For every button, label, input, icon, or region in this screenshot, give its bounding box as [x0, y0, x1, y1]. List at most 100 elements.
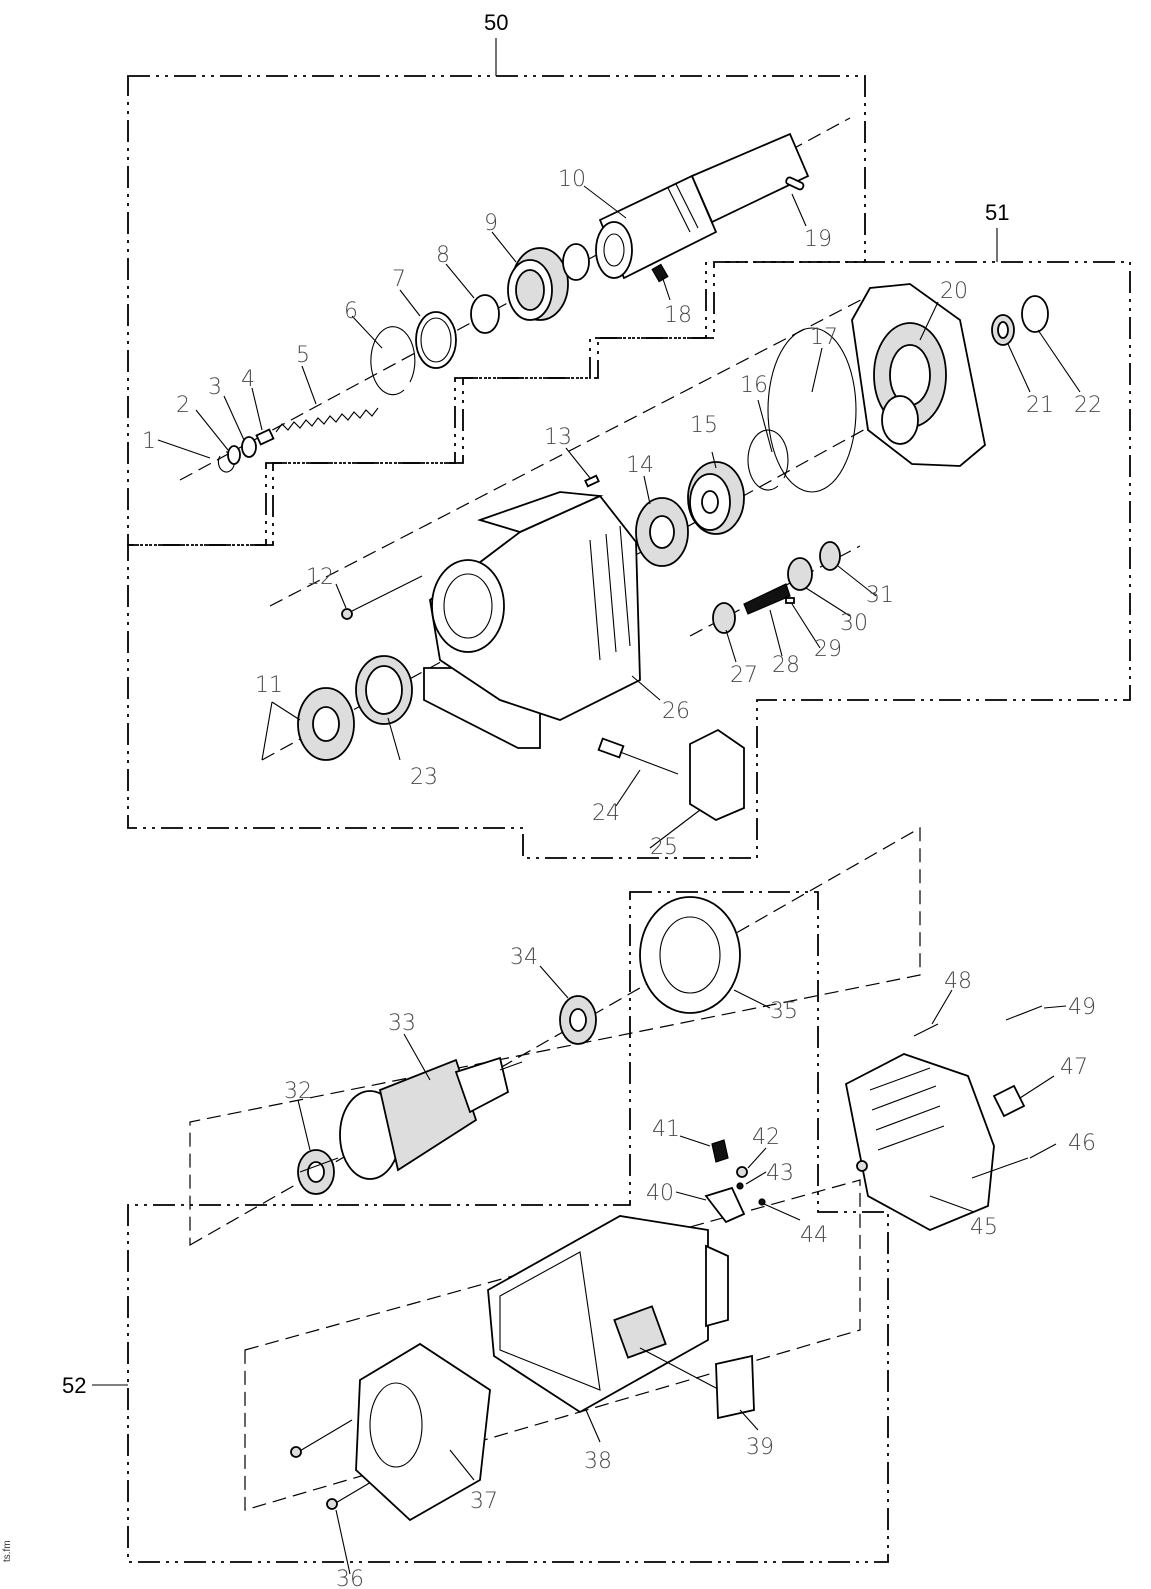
callout-19: 19: [804, 227, 832, 252]
callout-4: 4: [241, 367, 255, 392]
part-5-spring: [275, 407, 379, 433]
callout-25: 25: [650, 835, 678, 860]
part-2-washer: [227, 445, 241, 465]
callout-17: 17: [810, 325, 838, 350]
part-37-stator: [355, 1342, 491, 1522]
callout-leaders: [157, 185, 1081, 1575]
part-40-brush-holder: [704, 1186, 746, 1224]
part-33-armature: [299, 1056, 523, 1180]
part-6-snap-ring: [370, 326, 416, 396]
group-label-50: 50: [484, 10, 508, 35]
callout-18: 18: [664, 303, 692, 328]
part-49-cable-guard: [1005, 1005, 1043, 1021]
group-51-frame: [127, 261, 1131, 859]
group-frames: [127, 75, 1131, 1563]
part-46-screw: [971, 1157, 1029, 1179]
callout-1: 1: [142, 429, 156, 454]
part-9-collar: [507, 247, 569, 321]
callout-24: 24: [592, 801, 620, 826]
part-38-motor-housing: [487, 1215, 729, 1414]
callout-44: 44: [800, 1223, 828, 1248]
part-12-screw: [341, 575, 423, 620]
callout-38: 38: [584, 1449, 612, 1474]
callout-34: 34: [510, 945, 538, 970]
part-31-bearing: [819, 541, 841, 571]
part-3-washer: [241, 436, 257, 458]
callout-36: 36: [336, 1567, 364, 1589]
callout-7: 7: [392, 267, 406, 292]
part-47-sleeve: [992, 1084, 1026, 1118]
callout-15: 15: [690, 413, 718, 438]
part-25-block: [689, 728, 745, 822]
group-label-51: 51: [985, 200, 1009, 225]
part-10-spindle: [595, 132, 810, 280]
callout-41: 41: [652, 1117, 680, 1142]
part-28-pinion: [743, 583, 791, 615]
callout-2: 2: [176, 393, 190, 418]
callout-27: 27: [730, 663, 758, 688]
callout-48: 48: [944, 969, 972, 994]
callout-39: 39: [746, 1435, 774, 1460]
part-22-ring: [1021, 295, 1049, 333]
callout-29: 29: [814, 637, 842, 662]
callout-8: 8: [436, 243, 450, 268]
callout-12: 12: [306, 565, 334, 590]
callout-42: 42: [752, 1125, 780, 1150]
callout-43: 43: [766, 1161, 794, 1186]
callout-22: 22: [1074, 393, 1102, 418]
part-35-ring: [639, 896, 741, 1014]
part-24-bolt: [597, 737, 679, 775]
callout-13: 13: [544, 425, 572, 450]
page-edge-text: ts.fm: [2, 1540, 13, 1562]
part-27-bearing: [712, 602, 736, 634]
part-20-gear-cover: [851, 283, 986, 467]
part-13-pin: [584, 474, 600, 488]
part-48-screw: [913, 1023, 939, 1037]
callout-45: 45: [970, 1215, 998, 1240]
callout-30: 30: [840, 611, 868, 636]
group-label-52: 52: [62, 1373, 86, 1398]
callout-23: 23: [410, 765, 438, 790]
part-number-labels: 1 2 3 4 5 6 7 8 9 10 11 12 13 14 15 16 1…: [142, 167, 1102, 1589]
parts-drawings: [217, 132, 1049, 1522]
callout-6: 6: [344, 299, 358, 324]
callout-11: 11: [255, 673, 283, 698]
part-26-housing: [423, 491, 641, 749]
callout-21: 21: [1026, 393, 1054, 418]
part-45-end-cap: [844, 1053, 995, 1231]
callout-20: 20: [940, 279, 968, 304]
part-16-snap-ring: [747, 429, 789, 491]
callout-5: 5: [296, 343, 310, 368]
part-44-screw: [758, 1198, 766, 1206]
callout-26: 26: [662, 699, 690, 724]
part-15-gear: [687, 461, 745, 535]
callout-3: 3: [208, 375, 222, 400]
callout-28: 28: [772, 653, 800, 678]
callout-47: 47: [1060, 1055, 1088, 1080]
part-41-brush: [711, 1139, 729, 1163]
part-19-key: [785, 176, 805, 191]
part-30-gear: [787, 557, 813, 591]
callout-14: 14: [626, 453, 654, 478]
part-7-ring: [415, 311, 457, 369]
callout-37: 37: [470, 1489, 498, 1514]
callout-33: 33: [388, 1011, 416, 1036]
part-4-pin: [255, 428, 275, 446]
callout-31: 31: [866, 583, 894, 608]
part-42-spring: [736, 1166, 748, 1178]
callout-40: 40: [646, 1181, 674, 1206]
part-29-key: [785, 597, 795, 604]
part-8-ring: [470, 294, 500, 334]
callout-35: 35: [770, 999, 798, 1024]
o-ring: [562, 243, 590, 281]
callout-16: 16: [740, 373, 768, 398]
callout-49: 49: [1068, 995, 1096, 1020]
callout-32: 32: [284, 1079, 312, 1104]
callout-46: 46: [1068, 1131, 1096, 1156]
part-18-set-screw: [651, 263, 669, 283]
part-17-gasket: [767, 327, 857, 493]
part-39-label: [715, 1354, 755, 1420]
group-52-frame: [127, 891, 889, 1563]
part-43-screw: [736, 1182, 744, 1190]
